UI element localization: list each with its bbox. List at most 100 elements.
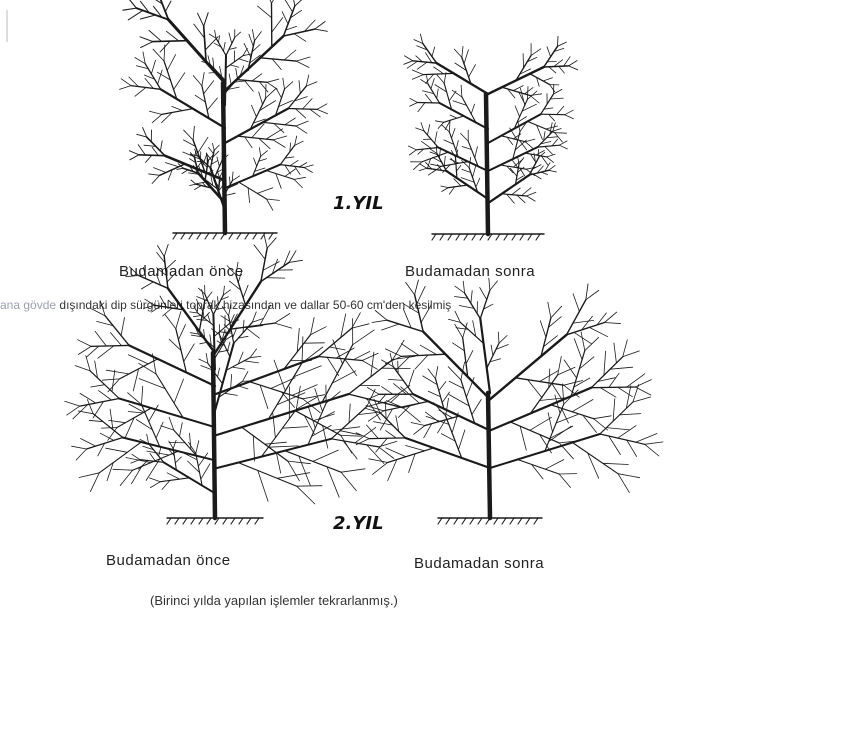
branch-line [591,357,622,388]
twig-line [645,442,663,444]
ground-hatch [526,518,530,524]
twig-line [367,445,384,464]
twig-line [345,359,357,376]
twig-line [106,448,128,452]
year2-label: 2.YIL [333,513,384,534]
twig-line [604,351,606,375]
twig-line [489,278,490,290]
twig-line [415,280,419,295]
twig-line [284,50,296,60]
twig-line [294,177,305,179]
twig-line [559,145,567,149]
twig-line [437,89,439,98]
year1-tree-before-pruning [125,45,335,245]
twig-line [372,320,387,322]
twig-line [558,356,562,375]
year1-note-main: dışındaki dip sürgünleri toprak hizasınd… [59,298,451,312]
twig-line [436,367,438,379]
twig-line [149,30,162,41]
branch-line [162,109,193,115]
twig-line [166,31,178,41]
twig-line [261,151,268,157]
twig-line [555,395,560,414]
twig-line [272,0,281,3]
twig-line [232,172,233,181]
twig-line [618,474,629,493]
twig-line [569,66,578,70]
twig-line [259,148,260,157]
twig-line [462,46,463,57]
twig-line [285,169,296,176]
twig-line [78,411,93,414]
branch-line [226,38,235,56]
year2-before-caption: Budamadan önce [106,552,231,569]
branch-line [572,443,618,474]
twig-line [273,136,287,140]
twig-line [461,85,462,97]
twig-line [341,472,356,491]
twig-line [167,473,180,479]
twig-line [412,70,423,75]
ground-hatch [470,518,474,524]
ground-hatch [181,233,185,239]
twig-line [289,251,296,263]
twig-line [610,367,633,369]
twig-line [99,391,112,400]
twig-line [152,175,160,183]
ground-hatch [199,518,203,524]
twig-line [547,61,556,62]
ground-hatch [496,234,500,240]
twig-line [409,150,416,155]
ground-hatch [245,233,249,239]
twig-line [555,133,567,134]
branch-line [545,404,564,451]
twig-line [243,320,244,333]
ground-hatch [480,234,484,240]
twig-line [263,262,279,271]
twig-line [95,331,106,346]
twig-line [513,86,523,91]
twig-line [252,30,254,41]
twig-line [260,82,269,92]
twig-line [420,34,422,43]
twig-line [135,87,146,96]
twig-line [456,165,461,171]
twig-line [217,157,220,166]
ground-hatch [255,518,259,524]
twig-line [562,384,563,404]
twig-line [446,398,449,416]
twig-line [464,50,468,64]
twig-line [343,441,357,459]
ground-hatch [440,234,444,240]
twig-line [382,387,393,395]
twig-line [273,140,285,148]
twig-line [294,366,322,377]
twig-line [109,420,126,422]
ground-hatch [213,233,217,239]
twig-line [236,68,238,78]
year1-note-faint: ana gövde [0,298,56,312]
twig-line [160,141,162,151]
twig-line [285,165,291,174]
twig-line [559,66,565,73]
twig-line [141,42,153,48]
branch-line [448,185,467,188]
twig-line [232,367,245,369]
twig-line [120,86,131,90]
ground-hatch [231,518,235,524]
twig-line [552,139,558,146]
twig-line [414,162,422,170]
twig-line [253,436,254,461]
twig-line [190,184,196,185]
branch-line [230,323,274,329]
twig-line [245,137,252,148]
twig-line [547,47,551,57]
twig-line [341,469,365,472]
twig-line [450,115,457,118]
twig-line [65,401,80,406]
twig-line [272,59,281,70]
branch-line [502,87,530,95]
ground-hatch [183,518,187,524]
twig-line [276,88,281,98]
twig-line [410,98,418,102]
